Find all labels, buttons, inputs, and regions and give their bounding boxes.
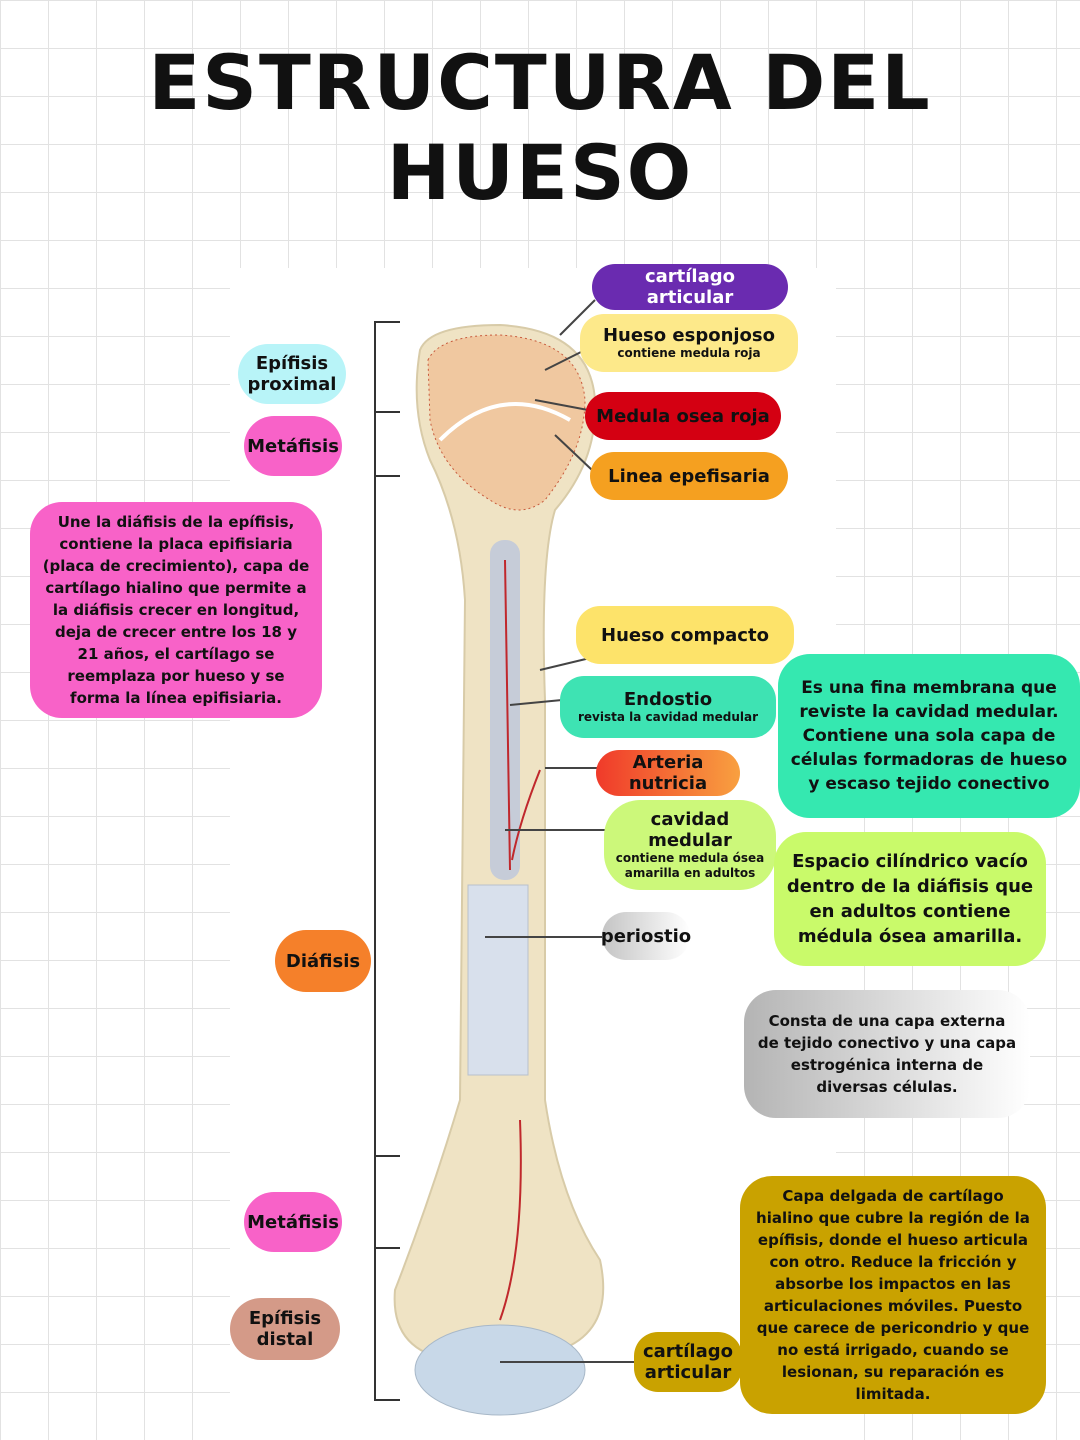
label-periostio: periostio — [601, 912, 691, 960]
spongy-bone-top — [427, 334, 586, 511]
distal-articular-cartilage — [414, 1324, 586, 1416]
description-periostio: Consta de una capa externa de tejido con… — [744, 990, 1030, 1118]
page-title: ESTRUCTURA DEL HUESO — [148, 38, 932, 217]
label-hueso-compacto: Hueso compacto — [576, 606, 794, 664]
label-cartilago-articular-top: cartílago articular — [592, 264, 788, 310]
description-metafisis: Une la diáfisis de la epífisis, contiene… — [30, 502, 322, 718]
label-epifisis-proximal: Epífisis proximal — [238, 344, 346, 404]
label-metafisis-top: Metáfisis — [244, 416, 342, 476]
label-epifisis-distal: Epífisis distal — [230, 1298, 340, 1360]
description-cavidad-medular: Espacio cilíndrico vacío dentro de la di… — [774, 832, 1046, 966]
label-medula-osea-roja: Medula osea roja — [585, 392, 781, 440]
label-linea-epifisaria: Linea epefisaria — [590, 452, 788, 500]
label-arteria-nutricia: Arteria nutricia — [596, 750, 740, 796]
description-endostio: Es una fina membrana que reviste la cavi… — [778, 654, 1080, 818]
label-cartilago-articular-bottom: cartílago articular — [634, 1332, 742, 1392]
label-diafisis: Diáfisis — [275, 930, 371, 992]
label-metafisis-bottom: Metáfisis — [244, 1192, 342, 1252]
epiphyseal-line — [438, 402, 571, 442]
leader-lines — [485, 299, 636, 1363]
medullary-cavity — [490, 540, 520, 880]
region-bracket — [374, 321, 400, 1401]
periosteum-sleeve — [467, 884, 529, 1076]
nutrient-artery — [499, 559, 541, 1321]
description-cartilago-articular: Capa delgada de cartílago hialino que cu… — [740, 1176, 1046, 1414]
